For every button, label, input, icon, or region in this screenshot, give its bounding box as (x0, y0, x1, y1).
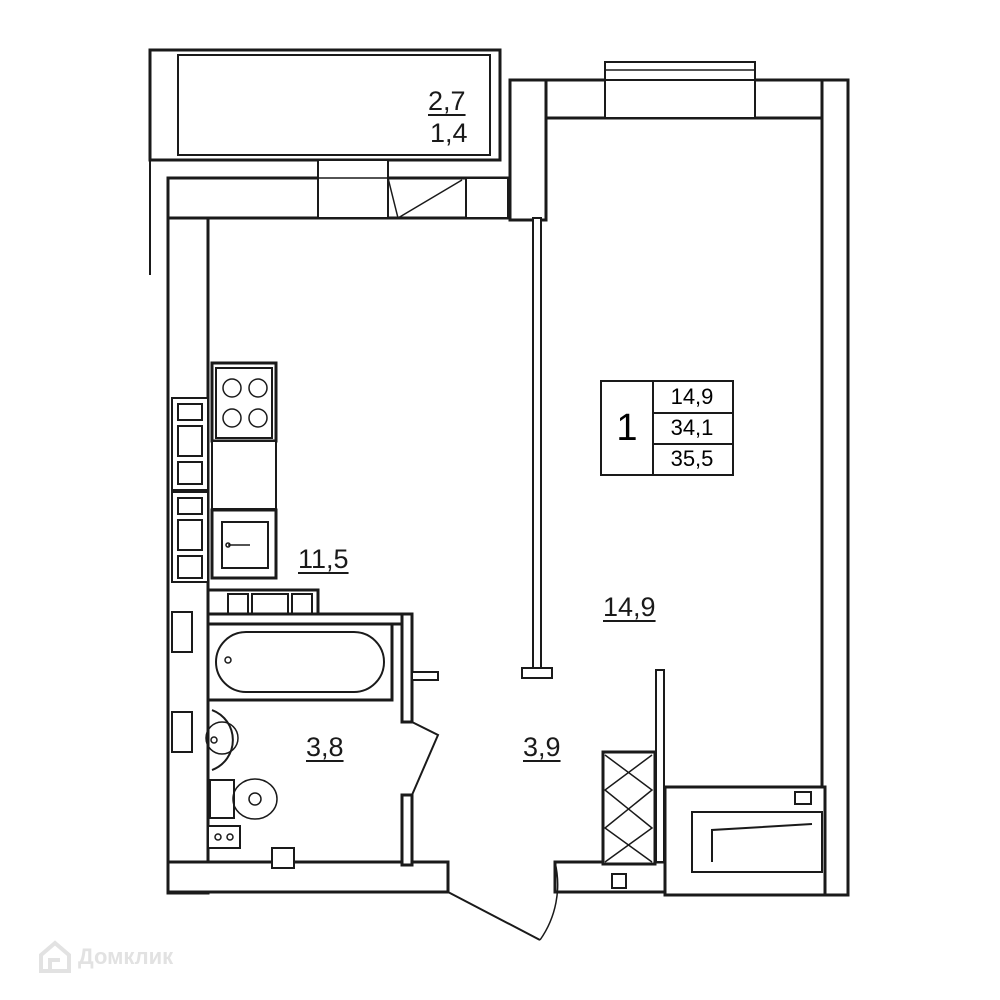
stove (210, 361, 278, 443)
area-legend: 1 14,9 34,1 35,5 (600, 380, 734, 476)
bathroom-walls (206, 588, 440, 867)
radiator (691, 791, 823, 873)
bath-fixtures (171, 611, 295, 869)
kitchen-room-partition (521, 217, 553, 679)
living-area-value: 14,9 (652, 382, 732, 414)
balcony-area-top: 2,7 (428, 86, 466, 116)
watermark-text: Домклик (78, 944, 174, 969)
house-logo-icon (39, 940, 71, 973)
hallway-area-label: 3,9 (523, 732, 561, 762)
balcony-area-bottom: 1,4 (430, 118, 468, 148)
total-area-with-balcony-value: 35,5 (670, 446, 714, 471)
rooms-count: 1 (602, 382, 654, 474)
entrance-door (447, 861, 559, 941)
bathroom-area-label: 3,8 (306, 732, 344, 762)
room-window (604, 61, 756, 119)
watermark: Домклик (38, 940, 173, 974)
balcony (148, 48, 502, 275)
washbasin (205, 709, 239, 771)
total-area-value: 34,1 (652, 413, 732, 445)
balcony-door (317, 159, 509, 219)
kitchen-area-label: 11,5 (298, 544, 349, 574)
room-area-label: 14,9 (603, 592, 656, 622)
bathtub (206, 622, 394, 702)
kitchen-sink (210, 508, 278, 580)
kitchen-counter (211, 440, 277, 510)
wardrobe (601, 669, 665, 889)
kitchen-cabinets (171, 397, 209, 583)
toilet (209, 778, 278, 820)
